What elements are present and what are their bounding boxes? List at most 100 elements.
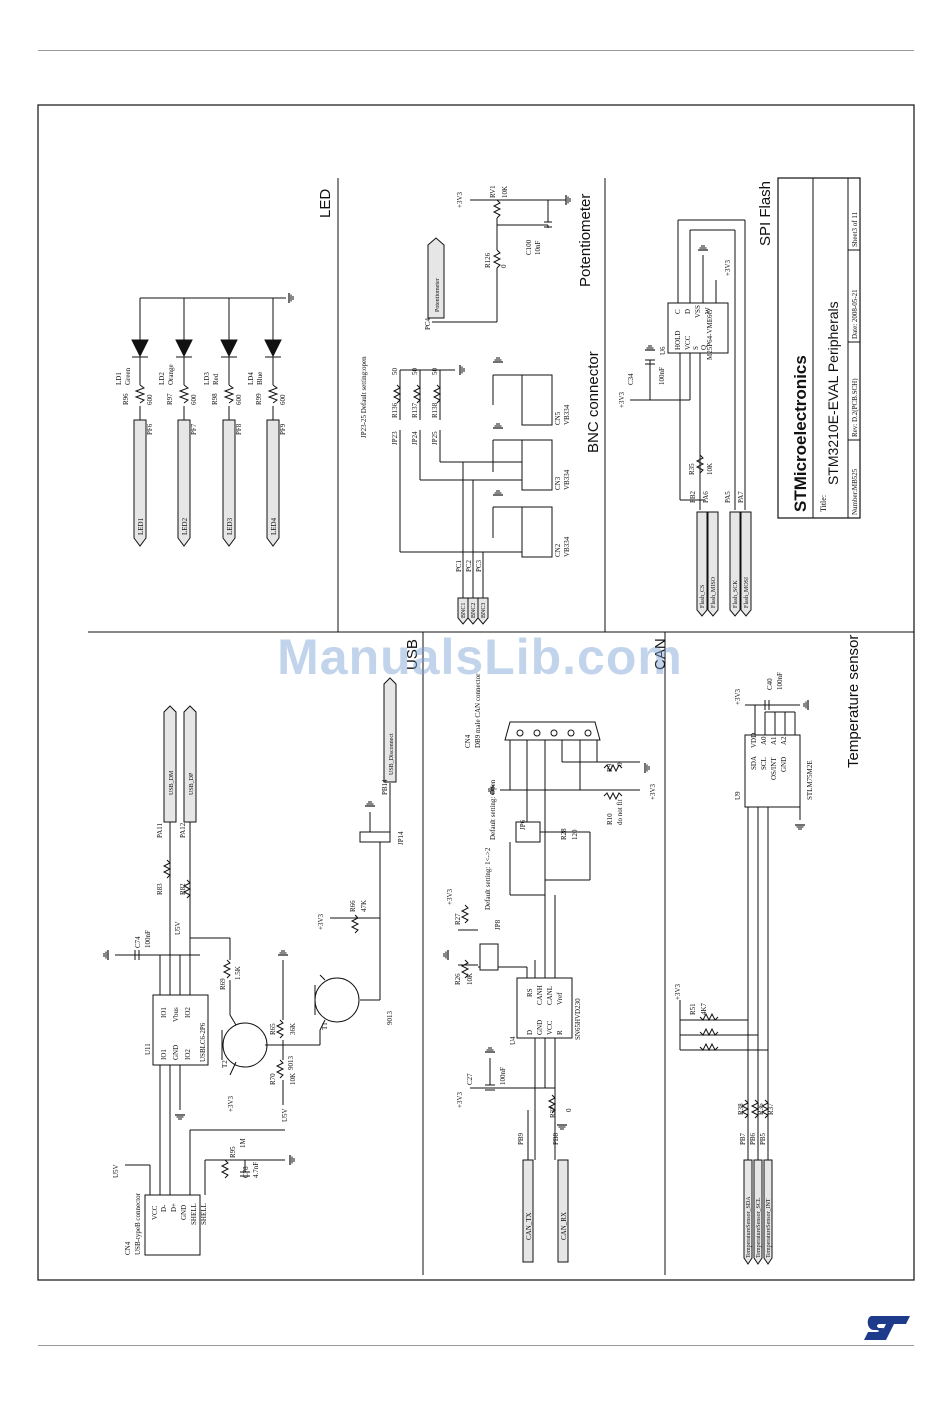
ld4-label: LD4 bbox=[247, 372, 255, 385]
u9-gnd: GND bbox=[780, 757, 788, 772]
c34-value: 100nF bbox=[658, 367, 666, 385]
doc-rev: Rev: D.2(PCB.SCH) bbox=[851, 378, 859, 437]
pb5-label: PB5 bbox=[759, 1132, 767, 1145]
top-rule bbox=[38, 50, 914, 51]
can-db9: DB9 male CAN connector bbox=[474, 673, 482, 748]
bnc-labels: JP23-25 Default setting:open JP23 JP24 J… bbox=[360, 356, 571, 618]
cn4-gnd: GND bbox=[180, 1205, 188, 1220]
pa11-label: PA11 bbox=[156, 822, 164, 838]
c27-value: 100nF bbox=[499, 1067, 507, 1085]
jp6-label: JP6 bbox=[519, 819, 527, 830]
u6-q: Q bbox=[700, 345, 708, 350]
jp24-label: JP24 bbox=[411, 431, 419, 445]
u6-part: M25P64-VME6G bbox=[706, 309, 714, 360]
t1-label: T1 bbox=[321, 1022, 329, 1030]
cn4-vcc: VCC bbox=[151, 1205, 159, 1220]
cn4-shell1: SHELL bbox=[190, 1203, 198, 1225]
flash-mosi: Flash_MOSI bbox=[744, 577, 750, 608]
u6-s: S bbox=[692, 346, 700, 350]
jp2325-note: JP23-25 Default setting:open bbox=[360, 356, 368, 438]
ld2-label: LD2 bbox=[158, 372, 166, 385]
t2-part: 9013 bbox=[287, 1056, 295, 1071]
can-rx: CAN_RX bbox=[560, 1212, 568, 1240]
title-label: Title: bbox=[819, 495, 828, 512]
r32-label: R32 bbox=[549, 1106, 557, 1118]
pf6-label: PF6 bbox=[146, 423, 154, 435]
section-bnc: BNC connector bbox=[585, 351, 602, 453]
cn3-label: CN3 bbox=[554, 476, 562, 490]
r83-label: R83 bbox=[156, 883, 164, 895]
r98-value: 600 bbox=[235, 394, 243, 405]
usb-u5v2: U5V bbox=[174, 921, 182, 935]
pc3-label: PC3 bbox=[475, 559, 483, 572]
u6-d: D bbox=[684, 309, 692, 314]
temp-sda: TemperatureSensor_SDA bbox=[746, 1196, 752, 1258]
can-tx: CAN_TX bbox=[525, 1212, 533, 1240]
c40-label: C40 bbox=[766, 678, 774, 690]
pa5-label: PA5 bbox=[724, 491, 732, 503]
pb7-label: PB7 bbox=[739, 1132, 747, 1145]
flash-cs: Flash_CS bbox=[700, 585, 706, 608]
r126-value: 0 bbox=[500, 264, 508, 268]
usb-type: USB-typeB connector bbox=[134, 1192, 142, 1255]
cn3-part: VB334 bbox=[563, 469, 571, 490]
usb-labels: CN4 USB-typeB connector U5V VCC D- D+ GN… bbox=[112, 733, 405, 1255]
bottom-rule bbox=[38, 1345, 914, 1346]
u11-part: USBLC6-2P6 bbox=[199, 1022, 207, 1062]
ld2-color: Orange bbox=[167, 364, 175, 385]
u4-vcc: VCC bbox=[546, 1020, 554, 1035]
bnc2-net: BNC2 bbox=[471, 603, 477, 618]
led2-net: LED2 bbox=[181, 517, 189, 535]
c74-label: C74 bbox=[134, 936, 142, 948]
u4-r: R bbox=[556, 1030, 564, 1035]
usb-3v3b: +3V3 bbox=[317, 913, 325, 930]
r95-value: 1M bbox=[239, 1138, 247, 1149]
r66-label: R66 bbox=[349, 900, 357, 912]
u6-vss: VSS bbox=[694, 305, 702, 318]
doc-number: Number:MB525 bbox=[851, 468, 859, 515]
pb8-label: PB8 bbox=[552, 1132, 560, 1145]
jp8-label: JP8 bbox=[494, 919, 502, 930]
bnc1-net: BNC1 bbox=[461, 603, 467, 618]
led3-net: LED3 bbox=[226, 517, 234, 535]
rv1-value: 10K bbox=[501, 186, 509, 198]
can-labels: CN4 DB9 male CAN connector R9 0 R10 do n… bbox=[446, 673, 657, 1240]
led-row-4 bbox=[264, 298, 282, 547]
usb-u5v: U5V bbox=[112, 1164, 120, 1178]
t1-part: 9013 bbox=[386, 1011, 394, 1026]
r99-value: 600 bbox=[279, 394, 287, 405]
u9-a1: A1 bbox=[770, 736, 778, 745]
u4-part: SN65HVD230 bbox=[574, 998, 582, 1040]
watermark-text: ManualsLib.com bbox=[277, 629, 683, 685]
section-potentiometer: Potentiometer bbox=[577, 194, 594, 287]
r82-label: R82 bbox=[179, 883, 187, 895]
r69-label: R69 bbox=[219, 978, 227, 990]
r36-label: R36 bbox=[757, 1103, 765, 1115]
u6-hold: HOLD bbox=[674, 331, 682, 350]
r95-label: R95 bbox=[229, 1146, 237, 1158]
r97-label: R97 bbox=[166, 393, 174, 405]
led-labels: LD1 Green LD2 Orange LD3 Red LD4 Blue R9… bbox=[115, 364, 287, 535]
temp-3v3b: +3V3 bbox=[674, 983, 682, 1000]
temp-3v3: +3V3 bbox=[734, 688, 742, 705]
r26-label: R26 bbox=[454, 973, 462, 985]
sheet-title: STM3210E-EVAL Peripherals bbox=[825, 301, 841, 485]
title-block bbox=[777, 177, 861, 519]
r70-label: R70 bbox=[269, 1073, 277, 1085]
u4-rs: RS bbox=[526, 988, 534, 997]
u9-a0: A0 bbox=[760, 736, 768, 745]
pf9-label: PF9 bbox=[279, 423, 287, 435]
r97-value: 600 bbox=[190, 394, 198, 405]
ld1-color: Green bbox=[124, 367, 132, 385]
spi-3v3: +3V3 bbox=[724, 259, 732, 276]
section-temp: Temperature sensor bbox=[845, 635, 862, 768]
r65-value: 36K bbox=[289, 1023, 297, 1035]
r35-value: 10K bbox=[706, 463, 714, 475]
r27-label: R27 bbox=[454, 913, 462, 925]
pot-labels: +3V3 RV1 10K C100 10nF R126 0 PC4 Potent… bbox=[424, 185, 542, 330]
section-spi: SPI Flash bbox=[757, 181, 774, 246]
r66-value: 47K bbox=[360, 900, 368, 912]
r137-value: 50 bbox=[411, 368, 419, 376]
usb-u5v3: U5V bbox=[281, 1108, 289, 1122]
